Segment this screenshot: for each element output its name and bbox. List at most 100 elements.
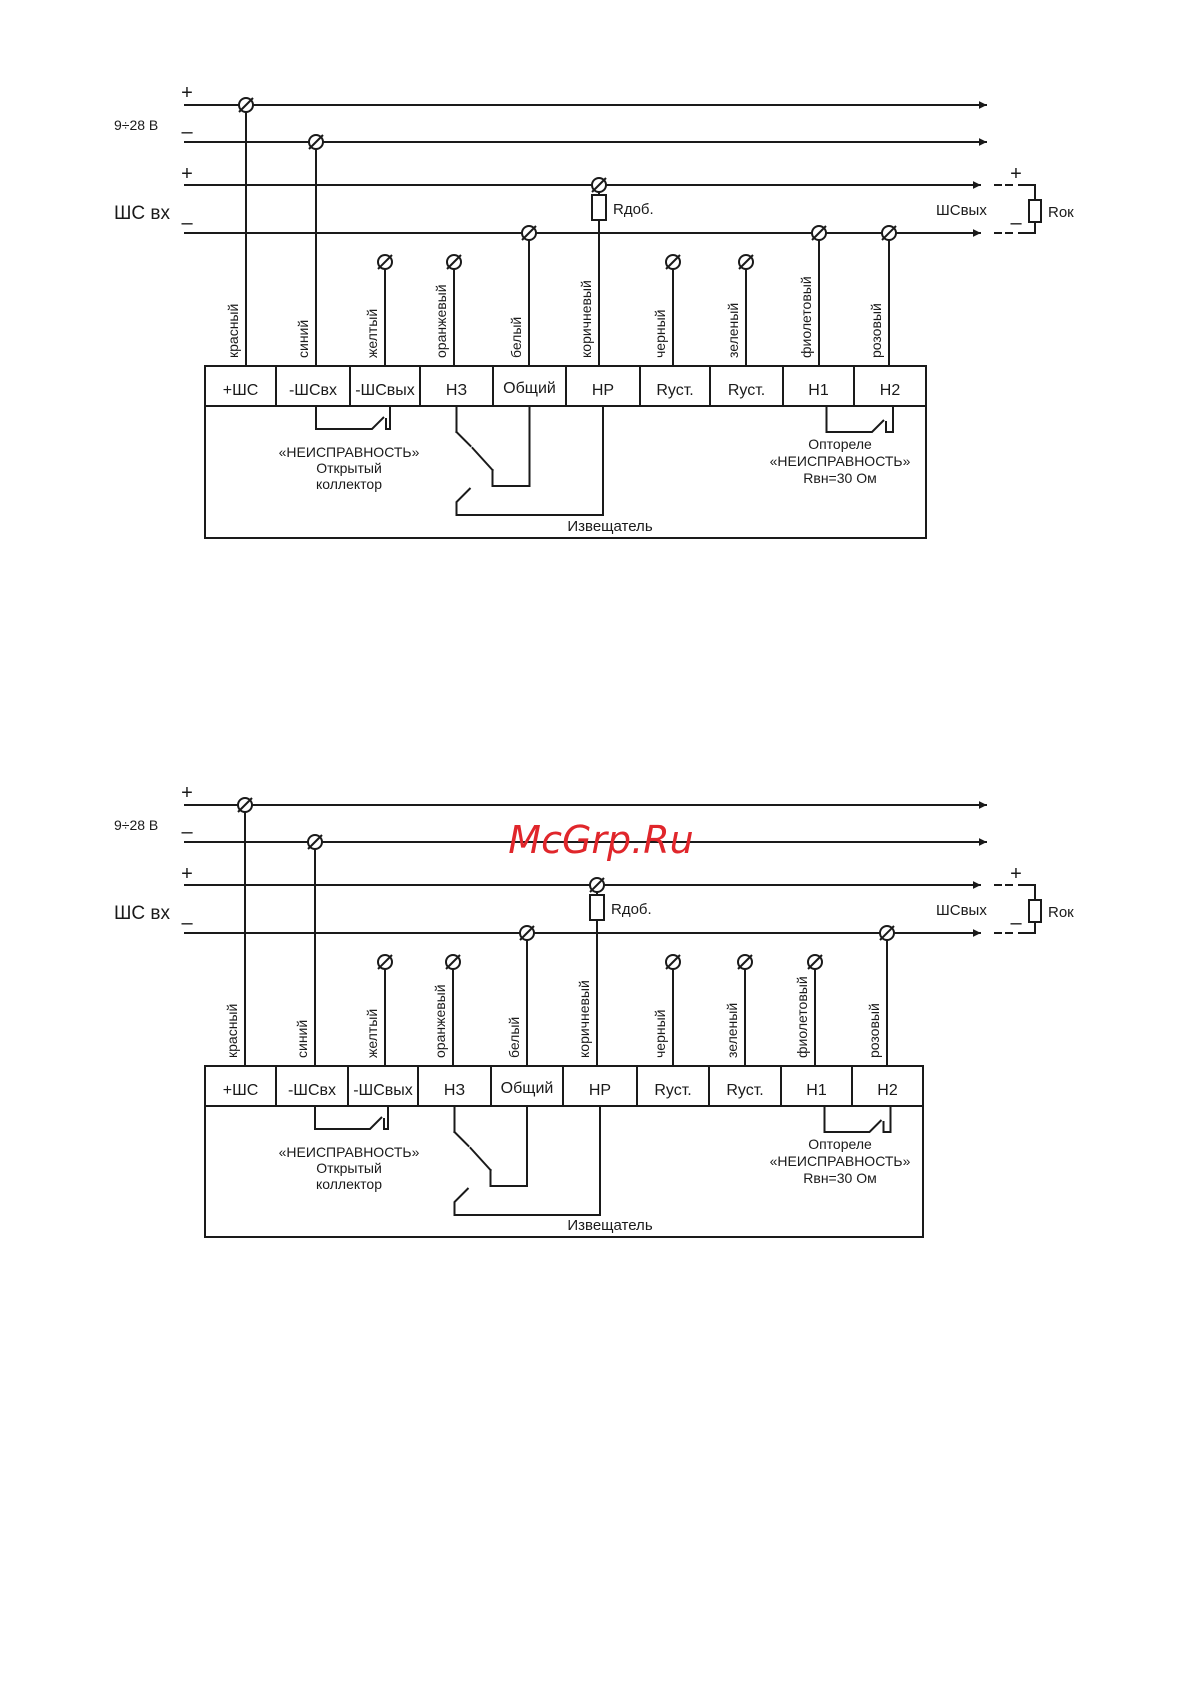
wire-color-label: черный	[652, 1010, 668, 1058]
terminal-label: НР	[589, 1082, 611, 1099]
terminal-label: Н1	[806, 1082, 827, 1099]
terminal-label: Rуст.	[728, 382, 765, 399]
optorelay-label-2: «НЕИСПРАВНОСТЬ»	[770, 1153, 911, 1169]
junction-terminal	[807, 954, 823, 970]
wire-color-label: оранжевый	[433, 284, 449, 358]
add-resistor	[591, 194, 607, 221]
junction-terminal	[665, 254, 681, 270]
junction-slash	[519, 925, 535, 941]
junction-terminal	[237, 797, 253, 813]
loop-out-label: ШСвых	[936, 902, 987, 919]
supply-plus-sign: +	[181, 782, 193, 804]
optorelay-switch-left	[825, 406, 885, 433]
add-resistor-label: Rдоб.	[613, 201, 654, 218]
wire-color-label: черный	[652, 310, 668, 358]
wire-color-label: коричневый	[576, 980, 592, 1058]
optorelay-label-3: Rвн=30 Ом	[803, 470, 876, 486]
loop-out-plus-sign: +	[1010, 863, 1022, 885]
junction-slash	[377, 254, 393, 270]
loop-in-label: ШС вх	[114, 903, 171, 924]
wire-color-label: красный	[224, 1004, 240, 1058]
junction-slash	[811, 225, 827, 241]
terminal-label: Rуст.	[726, 1082, 763, 1099]
junction-terminal	[377, 954, 393, 970]
junction-terminal	[446, 254, 462, 270]
loop-plus-sign: +	[181, 863, 193, 885]
junction-terminal	[377, 254, 393, 270]
end-resistor-lead-bottom	[1018, 922, 1036, 934]
detector-label: Извещатель	[567, 1217, 652, 1234]
junction-terminal	[879, 925, 895, 941]
junction-terminal	[738, 254, 754, 270]
supply-minus-sign: –	[181, 121, 193, 143]
optorelay-label-1: Оптореле	[808, 1136, 872, 1152]
loop-out-minus-sign: –	[1010, 912, 1022, 934]
junction-slash	[665, 254, 681, 270]
end-resistor-label: Rок	[1048, 904, 1074, 921]
terminal-label: НЗ	[444, 1082, 465, 1099]
relay-armature	[471, 446, 494, 472]
end-resistor-lead-bottom	[1018, 222, 1036, 234]
wire-color-label: розовый	[866, 1003, 882, 1058]
wire-color-label: оранжевый	[432, 984, 448, 1058]
relay-nc-tip	[455, 430, 472, 448]
end-resistor-lead-top	[1018, 184, 1036, 200]
supply-minus-sign: –	[181, 821, 193, 843]
junction-terminal	[737, 954, 753, 970]
junction-terminal	[308, 134, 324, 150]
open-collector-label-1: Открытый	[316, 460, 382, 476]
fault-label: «НЕИСПРАВНОСТЬ»	[279, 444, 420, 460]
fault-switch-right	[385, 406, 391, 430]
fault-switch-left	[315, 406, 385, 430]
junction-terminal	[519, 925, 535, 941]
loop-minus-sign: –	[181, 912, 193, 934]
wire-color-label: красный	[225, 304, 241, 358]
detector-label: Извещатель	[567, 518, 652, 535]
terminal-label: -ШСвх	[289, 382, 337, 399]
wire-color-label: коричневый	[578, 280, 594, 358]
terminal-label: НР	[592, 382, 614, 399]
terminal-label: НЗ	[446, 382, 467, 399]
terminal-label: Н1	[808, 382, 829, 399]
terminal-label: Общий	[503, 380, 556, 397]
loop-out-plus-sign: +	[1010, 163, 1022, 185]
relay-no-lead	[453, 1106, 601, 1216]
wire-color-label: желтый	[364, 1009, 380, 1058]
watermark-text: McGrp.Ru	[508, 818, 693, 862]
terminal-label: Rуст.	[654, 1082, 691, 1099]
junction-slash	[238, 97, 254, 113]
wire-color-label: белый	[506, 1017, 522, 1058]
add-resistor-label: Rдоб.	[611, 901, 652, 918]
junction-slash	[737, 954, 753, 970]
relay-common-lead	[492, 406, 531, 487]
junction-terminal	[589, 877, 605, 893]
open-collector-label-2: коллектор	[316, 476, 382, 492]
junction-terminal	[881, 225, 897, 241]
junction-slash	[377, 954, 393, 970]
supply-voltage-label: 9÷28 В	[114, 117, 158, 133]
wire-color-label: зеленый	[724, 1003, 740, 1058]
optorelay-switch-right	[882, 1106, 892, 1133]
optorelay-label-1: Оптореле	[808, 436, 872, 452]
terminal-label: Н2	[880, 382, 901, 399]
junction-terminal	[521, 225, 537, 241]
wire-color-label: белый	[508, 317, 524, 358]
add-resistor	[589, 894, 605, 921]
fault-label: «НЕИСПРАВНОСТЬ»	[279, 1144, 420, 1160]
junction-slash	[446, 254, 462, 270]
fault-switch-left	[314, 1106, 383, 1130]
terminal-label: +ШС	[223, 1082, 259, 1099]
loop-plus-sign: +	[181, 163, 193, 185]
loop-out-minus-sign: –	[1010, 212, 1022, 234]
wire-color-label: зеленый	[725, 303, 741, 358]
loop-out-label: ШСвых	[936, 202, 987, 219]
junction-slash	[738, 254, 754, 270]
junction-terminal	[445, 954, 461, 970]
junction-terminal	[665, 954, 681, 970]
junction-slash	[879, 925, 895, 941]
junction-slash	[807, 954, 823, 970]
wire-color-label: синий	[295, 320, 311, 358]
end-of-line-resistor	[1028, 199, 1042, 223]
